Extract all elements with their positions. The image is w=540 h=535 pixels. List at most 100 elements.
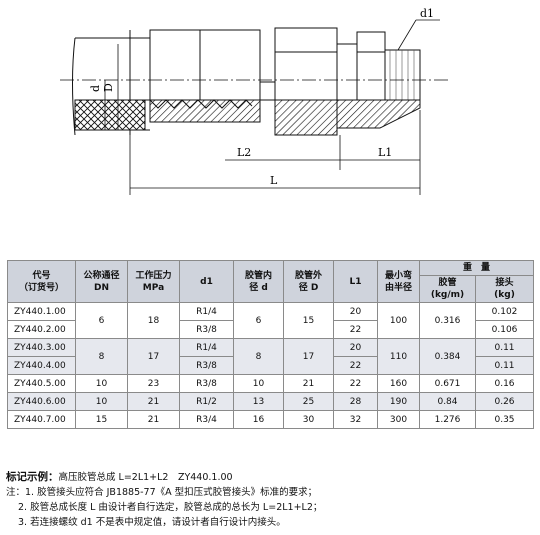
cell-joint: 0.11 [474,338,535,357]
header-l1: L1 [333,260,378,303]
note-2: 2. 胶管总成长度 L 由设计者自行选定，胶管总成的总长为 L=2L1+L2； [18,502,323,513]
header-weight: 重 量 [418,260,535,276]
cell-hose: 1.276 [419,410,476,429]
table-row: ZY440.6.00 10 21 R1/2 13 25 28 190 0.84 … [7,392,535,411]
note-1: 1. 胶管接头应符合 JB1885-77《A 型扣压式胶管接头》标准的要求； [25,487,318,498]
example-line: 标记示例：高压胶管总成 L=2L1+L2 ZY440.1.00 [6,470,534,485]
nipple [336,31,421,129]
cell-dn: 10 [75,374,128,393]
cell-d1: R3/8 [179,374,234,393]
notes: 标记示例：高压胶管总成 L=2L1+L2 ZY440.1.00 注：1. 胶管接… [6,470,534,530]
cell-hose: 0.384 [419,338,476,375]
cell-l1: 22 [333,374,378,393]
cell-d1: R1/2 [179,392,234,411]
cell-joint: 0.102 [474,302,535,321]
cell-d1: R3/8 [179,320,234,339]
cell-pressure: 21 [127,410,180,429]
cell-inner: 8 [233,338,284,375]
cell-dn: 10 [75,392,128,411]
cell-pressure: 18 [127,302,180,339]
cell-l1: 20 [333,302,378,321]
hex-body [259,27,338,136]
label-L: L [270,174,278,187]
cell-outer: 25 [283,392,334,411]
cell-dn: 8 [75,338,128,375]
cell-hose: 0.316 [419,302,476,339]
cell-l1: 22 [333,320,378,339]
cell-inner: 6 [233,302,284,339]
cell-l1: 32 [333,410,378,429]
table-row: ZY440.5.00 10 23 R3/8 10 21 22 160 0.671… [7,374,535,393]
table-row: ZY440.4.00 R3/8 22 0.11 [7,356,535,375]
cell-d1: R3/8 [179,356,234,375]
cell-code: ZY440.6.00 [7,392,76,411]
cell-dn: 15 [75,410,128,429]
header-d1: d1 [179,260,234,303]
example-text: 高压胶管总成 L=2L1+L2 ZY440.1.00 [58,472,233,483]
diameter-dims [104,44,119,130]
table-row: ZY440.2.00 R3/8 22 0.106 [7,320,535,339]
header-pressure: 工作压力 MPa [127,260,180,303]
length-dims [129,110,421,195]
note-1-line: 注：1. 胶管接头应符合 JB1885-77《A 型扣压式胶管接头》标准的要求； [6,485,534,500]
header-d1-label: d1 [200,276,213,287]
label-d: d [89,85,102,92]
cell-l1: 20 [333,338,378,357]
header-outer: 胶管外 径 D [283,260,334,303]
spec-table: 代号 （订货号） 公称通径 DN 工作压力 MPa d1 胶管内 径 d 胶管外… [7,260,535,429]
cell-outer: 21 [283,374,334,393]
label-L2: L2 [237,146,251,159]
cell-radius: 300 [377,410,420,429]
header-l1-label: L1 [349,276,362,287]
cell-hose: 0.84 [419,392,476,411]
hose-section [72,30,150,136]
cell-radius: 100 [377,302,420,339]
table-row: ZY440.7.00 15 21 R3/4 16 30 32 300 1.276… [7,410,535,429]
header-radius: 最小弯 由半径 [377,260,420,303]
header-joint: 接头 (kg) [474,275,535,303]
cell-code: ZY440.3.00 [7,338,76,357]
cell-d1: R1/4 [179,338,234,357]
table-row: ZY440.3.00 8 17 R1/4 8 17 20 110 0.384 0… [7,338,535,375]
cell-code: ZY440.5.00 [7,374,76,393]
cell-joint: 0.35 [474,410,535,429]
header-hose: 胶管 (kg/m) [419,275,476,303]
cell-inner: 10 [233,374,284,393]
cell-hose: 0.671 [419,374,476,393]
cell-l1: 22 [333,356,378,375]
sleeve [149,29,261,123]
header-code: 代号 （订货号） [7,260,76,303]
cell-d1: R3/4 [179,410,234,429]
cell-code: ZY440.4.00 [7,356,76,375]
cell-code: ZY440.1.00 [7,302,76,321]
label-D: D [102,83,115,92]
header-inner: 胶管内 径 d [233,260,284,303]
cell-d1: R1/4 [179,302,234,321]
cell-joint: 0.16 [474,374,535,393]
note-prefix: 注： [6,487,26,498]
cell-joint: 0.26 [474,392,535,411]
cell-radius: 110 [377,338,420,375]
cell-pressure: 17 [127,338,180,375]
example-title: 标记示例： [6,471,59,483]
cell-radius: 190 [377,392,420,411]
cell-pressure: 21 [127,392,180,411]
cell-l1: 28 [333,392,378,411]
cell-outer: 15 [283,302,334,339]
table-row: ZY440.1.00 6 18 R1/4 6 15 20 100 0.316 0… [7,302,535,339]
cell-pressure: 23 [127,374,180,393]
cell-joint: 0.106 [474,320,535,339]
cell-joint: 0.11 [474,356,535,375]
cell-code: ZY440.7.00 [7,410,76,429]
cell-outer: 30 [283,410,334,429]
cell-outer: 17 [283,338,334,375]
note-3: 3. 若连接螺纹 d1 不是表中规定值，请设计者自行设计内接头。 [18,517,286,528]
cell-radius: 160 [377,374,420,393]
fitting-drawing: d D d1 L2 L1 L [60,7,450,195]
cell-inner: 16 [233,410,284,429]
header-dn: 公称通径 DN [75,260,128,303]
label-L1: L1 [378,146,392,159]
cell-code: ZY440.2.00 [7,320,76,339]
cell-dn: 6 [75,302,128,339]
label-d1: d1 [420,7,434,20]
